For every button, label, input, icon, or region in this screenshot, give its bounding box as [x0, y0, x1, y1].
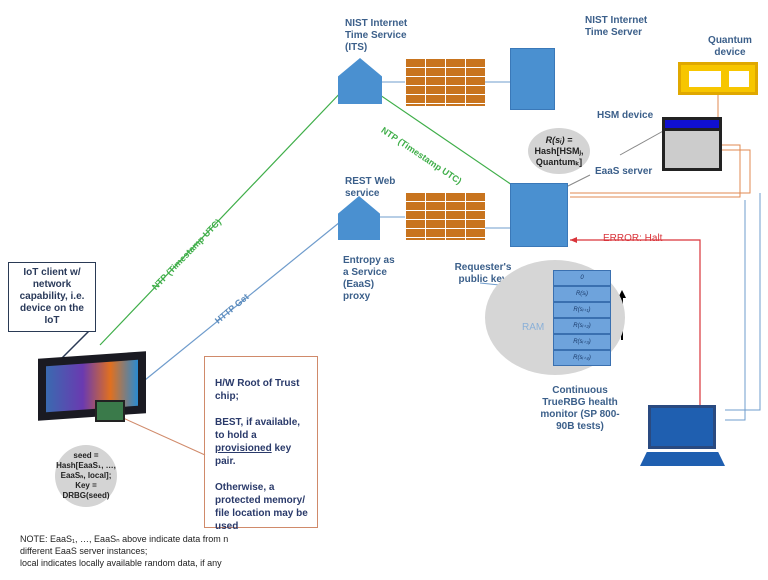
monitor-line-2 [725, 200, 746, 421]
firewall-icon [405, 58, 485, 106]
seed-bubble: seed =Hash[EaaS₁, …,EaaSₙ, local];Key =D… [55, 445, 117, 507]
stack-cell: R(sᵢ₊₃) [553, 334, 611, 350]
ntp-client-line [99, 87, 346, 346]
ntp-server-line [379, 94, 513, 186]
stack-cell: R(sᵢ₊₄) [553, 350, 611, 366]
quantum-device-icon [678, 62, 758, 95]
quantum-label: Quantum device [708, 35, 752, 58]
tablet-icon [38, 351, 146, 421]
error-label: ERROR: Halt [603, 233, 663, 244]
requester-key-label: Requester's public key [454, 262, 512, 285]
error-line [570, 239, 701, 420]
http-line [144, 221, 341, 381]
nist-server-icon [510, 48, 555, 110]
hsm-label: HSM device [597, 110, 654, 121]
hash-bubble: R(sᵢ) =Hash[HSMⱼ,Quantumₖ] [528, 128, 590, 174]
stack-cell: 0 [553, 270, 611, 286]
computer-icon [648, 405, 716, 449]
proxy-label: Entropy as a Service (EaaS) proxy [343, 255, 395, 302]
stack-cell: R(sᵢ₊₁) [553, 302, 611, 318]
hw-root-of-trust-box: H/W Root of Trust chip; BEST, if availab… [204, 356, 318, 532]
stack-cell: R(sᵢ) [553, 286, 611, 302]
monitor-line-1 [725, 193, 761, 411]
eaas-server-label: EaaS server [595, 166, 653, 177]
note: NOTE: EaaS₁, …, EaaSₙ above indicate dat… [20, 534, 229, 568]
nist-server-label: NIST Internet Time Server [585, 15, 648, 38]
hsm-device-icon [662, 117, 722, 171]
keyboard-icon [640, 452, 725, 466]
monitor-label: Continuous TrueRBG health monitor (SP 80… [540, 385, 620, 432]
ram-label: RAM [522, 322, 545, 333]
iot-client-box: IoT client w/ network capability, i.e. d… [8, 262, 96, 332]
firewall-icon [405, 192, 485, 240]
rest-label: REST Web service [345, 176, 396, 199]
stack-cell: R(sᵢ₊₂) [553, 318, 611, 334]
eaas-server-icon [510, 183, 568, 247]
nist-its-label: NIST Internet Time Service (ITS) [345, 18, 408, 53]
chip-icon [95, 400, 125, 422]
hsm-line [570, 144, 741, 198]
